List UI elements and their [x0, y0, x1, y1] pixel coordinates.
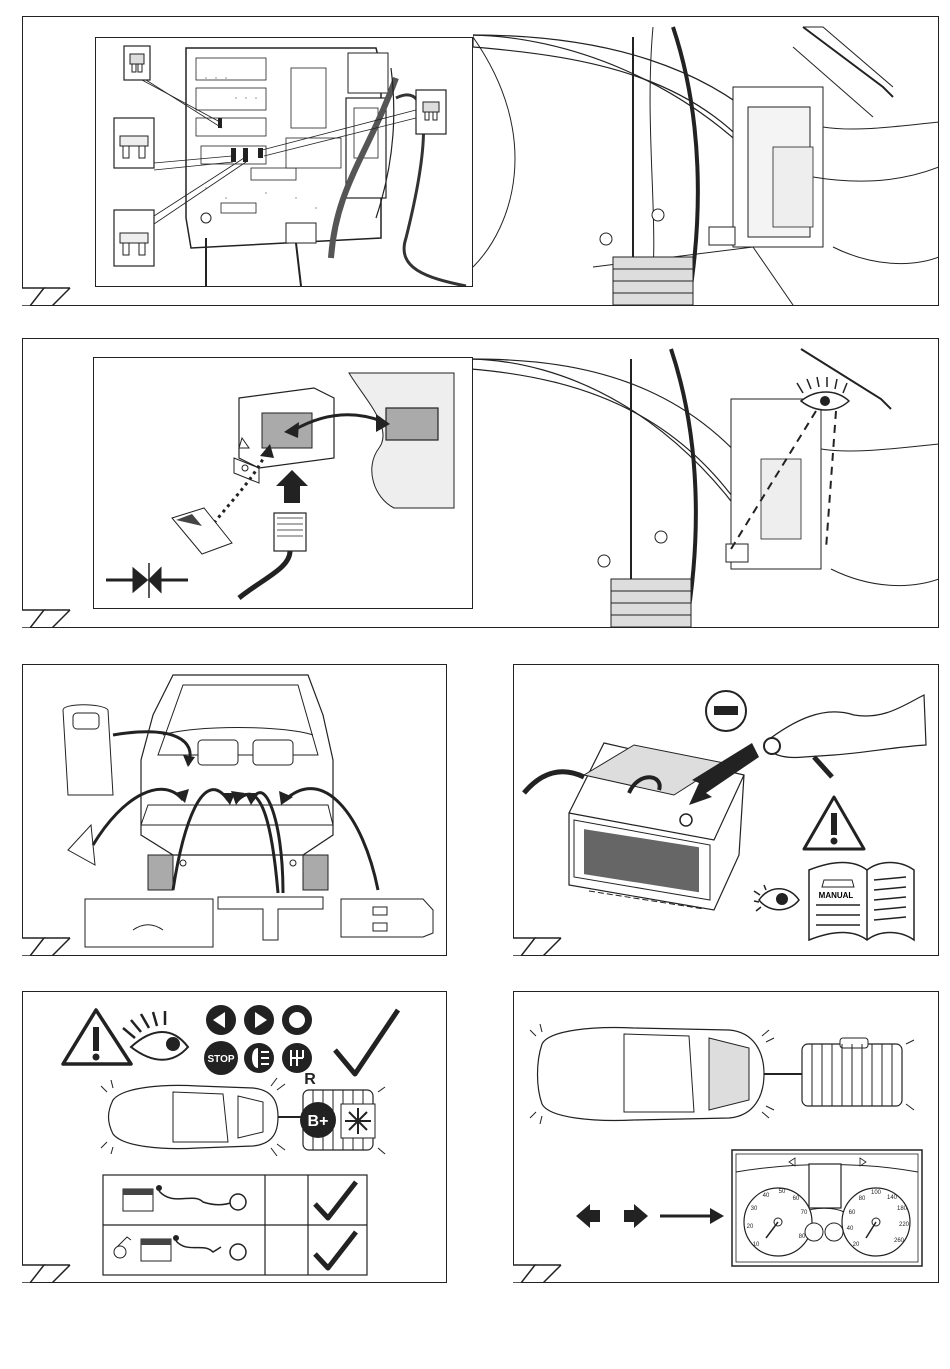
page-fold-icon [22, 598, 72, 628]
tick-label: 100 [871, 1190, 882, 1196]
battery-drawing: MANUAL [514, 665, 938, 955]
module-inset [93, 357, 473, 609]
eye-icon [754, 885, 799, 911]
tick-label: 20 [853, 1242, 860, 1248]
fog-light-icon [244, 1043, 274, 1073]
car-rear-drawing [23, 665, 446, 955]
panel-function-check: STOP R B+ [22, 991, 447, 1283]
stop-light-icon: STOP [204, 1041, 238, 1075]
battery-plus-icon: B+ [300, 1102, 336, 1138]
tick-label: 80 [859, 1196, 866, 1202]
eye-icon [123, 1011, 188, 1060]
fuse-standard-icon [114, 118, 154, 168]
tick-label: 180 [897, 1206, 908, 1212]
right-indicator-icon [244, 1005, 274, 1035]
page-fold-icon [513, 1253, 563, 1283]
fuse-box-inset [95, 37, 473, 287]
fuse-box-drawing [96, 38, 472, 286]
tick-label: 70 [801, 1210, 808, 1216]
warning-icon [63, 1010, 131, 1064]
fuse-mini-icon [124, 46, 150, 80]
car-interior-drawing [471, 339, 939, 627]
reverse-label: R [304, 1071, 316, 1088]
fuse-standard-icon [114, 210, 154, 266]
function-check-drawing: STOP R B+ [23, 992, 446, 1282]
manual-book-icon: MANUAL [809, 863, 914, 941]
tick-label: 40 [763, 1193, 770, 1199]
checkmark-icon [335, 1010, 398, 1074]
page-fold-icon [513, 926, 563, 956]
parking-light-icon [282, 1005, 312, 1035]
panel-dashboard-check: 10 20 30 40 50 60 70 80 20 40 60 80 100 … [513, 991, 939, 1283]
tick-label: 20 [747, 1224, 754, 1230]
tick-label: 30 [751, 1206, 758, 1212]
reverse-gear-icon: R [282, 1043, 316, 1088]
tick-label: 80 [799, 1234, 806, 1240]
minus-terminal-icon [706, 691, 746, 731]
dashboard-check-drawing: 10 20 30 40 50 60 70 80 20 40 60 80 100 … [514, 992, 938, 1282]
press-together-icon [106, 563, 188, 598]
stop-label: STOP [207, 1054, 234, 1065]
page-fold-icon [22, 276, 72, 306]
panel-battery-disconnect: MANUAL [513, 664, 939, 956]
page-fold-icon [22, 926, 72, 956]
left-indicator-icon [576, 1204, 600, 1228]
tick-label: 40 [847, 1226, 854, 1232]
page-fold-icon [22, 1253, 72, 1283]
tick-label: 140 [887, 1195, 898, 1201]
bplus-label: B+ [308, 1113, 329, 1130]
tick-label: 60 [793, 1196, 800, 1202]
panel-fuse-box [22, 16, 939, 306]
manual-label: MANUAL [819, 891, 854, 900]
tick-label: 50 [779, 1189, 786, 1195]
module-drawing [94, 358, 472, 608]
tick-label: 60 [849, 1210, 856, 1216]
right-indicator-icon [624, 1204, 648, 1228]
car-interior-drawing [473, 17, 939, 305]
fridge-snowflake-icon [341, 1104, 375, 1138]
tick-label: 10 [753, 1242, 760, 1248]
warning-icon [804, 797, 864, 849]
tick-label: 220 [899, 1222, 910, 1228]
tick-label: 260 [894, 1238, 905, 1244]
panel-trunk-disassembly [22, 664, 447, 956]
left-indicator-icon [206, 1005, 236, 1035]
fuse-mini-icon [416, 90, 446, 134]
panel-module-install [22, 338, 939, 628]
